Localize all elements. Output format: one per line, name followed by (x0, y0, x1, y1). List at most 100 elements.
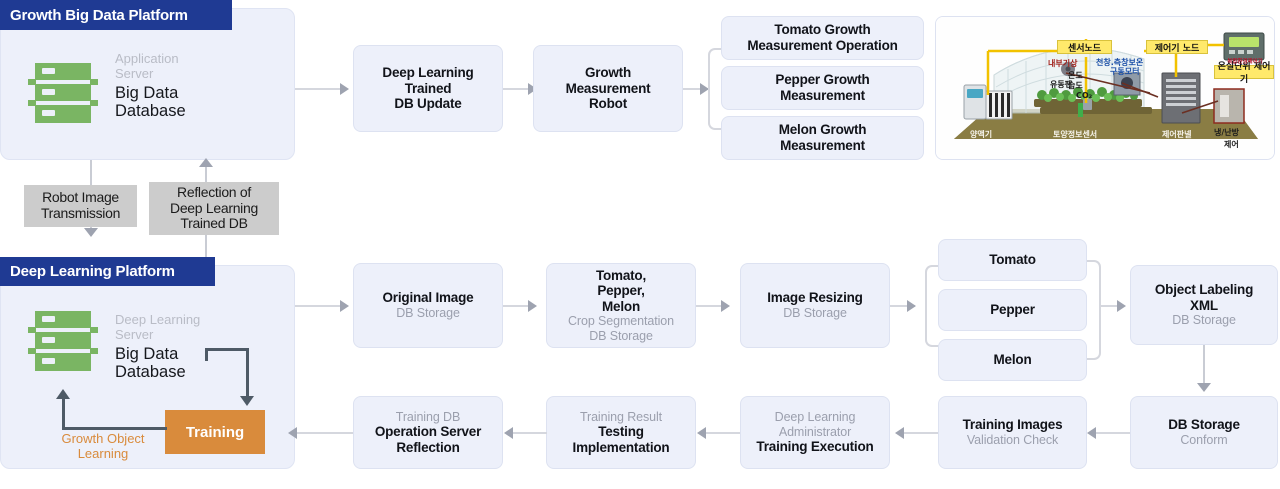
connector-training-images-to-execution (898, 432, 938, 434)
box-operation-server-reflection: Training DB Operation Server Reflection (353, 396, 503, 469)
box-sublabel-line2: DB Storage (589, 328, 653, 343)
box-label-line1: Original Image (382, 290, 474, 306)
box-label-line1: DB Storage (1168, 417, 1240, 433)
box-label-line2: Implementation (572, 439, 670, 455)
arrow-deep-panel-to-original-image (340, 300, 349, 312)
big-data-database-label-line1: Big Data (115, 84, 179, 102)
box-label-line1: Pepper Growth (775, 72, 870, 88)
box-label-line1: Tomato (989, 252, 1036, 268)
connector-db-to-training-top (205, 348, 249, 351)
label-nutrient-machine: 양액기 (970, 130, 993, 139)
box-training-execution: Deep Learning Administrator Training Exe… (740, 396, 890, 469)
connector-dl-update-to-robot (503, 88, 533, 90)
connector-original-image-to-crops (503, 305, 533, 307)
box-label-line2: Reflection (396, 439, 460, 455)
box-sublabel-line2: Administrator (778, 424, 852, 439)
box-label-line2: Measurement (780, 138, 865, 153)
arrow-robot-to-measurements (700, 83, 709, 95)
connector-training-entry (246, 348, 249, 398)
box-label-line1: Training Execution (756, 439, 874, 455)
box-sublabel-line1: DB Storage (396, 306, 460, 321)
arrow-db-storage-to-training-images (1087, 427, 1096, 439)
box-crop-segmentation: Tomato, Pepper, Melon Crop Segmentation … (546, 263, 696, 348)
connector-crops-to-resizing (696, 305, 726, 307)
arrow-execution-to-testing (697, 427, 706, 439)
arrow-growth-to-dl-update (340, 83, 349, 95)
box-sublabel-line1: DB Storage (1172, 313, 1236, 328)
box-label-line2: XML (1190, 297, 1218, 313)
arrow-testing-to-operation-server (504, 427, 513, 439)
arrow-crop-branch-to-labeling (1117, 300, 1126, 312)
training-box: Training (165, 410, 265, 454)
box-crop-pepper: Pepper (938, 289, 1087, 331)
note-line2: Deep Learning (170, 199, 258, 216)
box-label-line1: Testing (598, 424, 644, 440)
application-server-icon (28, 57, 98, 127)
box-label-line3: DB Update (394, 96, 462, 112)
box-sublabel-line1: Validation Check (966, 433, 1059, 448)
growth-platform-header: Growth Big Data Platform (0, 0, 232, 30)
growth-object-learning-label: Growth Object Learning (38, 431, 168, 462)
bracket-measurement-branch (708, 48, 722, 130)
box-growth-measurement-robot: Growth Measurement Robot (533, 45, 683, 132)
training-label: Training (185, 423, 245, 441)
arrow-crops-to-resizing (721, 300, 730, 312)
connector-db-to-training-vert (205, 348, 208, 361)
box-label-line1: Object Labeling (1154, 282, 1254, 298)
connector-labeling-to-db-storage (1203, 345, 1205, 387)
deep-learning-platform-header: Deep Learning Platform (0, 257, 215, 286)
arrow-training-images-to-execution (895, 427, 904, 439)
box-label-line2: Measurement (565, 80, 651, 96)
box-label-line1: Pepper (990, 302, 1035, 318)
application-server-sublabel-line2: Server (115, 66, 154, 81)
note-robot-image-transmission: Robot Image Transmission (24, 185, 137, 227)
box-sublabel-line1: Conform (1180, 433, 1228, 448)
box-label-line1: Melon Growth (778, 122, 867, 138)
label-circulation-fan: 유동팬 (1050, 80, 1073, 89)
deep-learning-server-icon (28, 305, 98, 375)
label-soil-sensor: 토양정보센서 (1053, 130, 1098, 139)
box-label-line1: Image Resizing (767, 290, 863, 306)
arrow-robot-image-down (84, 228, 98, 237)
box-label-line1: Melon (993, 352, 1032, 368)
growth-object-learning-line2: Learning (77, 445, 129, 461)
dl-big-data-database-label-line1: Big Data (115, 345, 179, 363)
label-controller-node: 제어기 노드 (1146, 40, 1208, 54)
bracket-crop-branch-left (925, 265, 939, 347)
connector-training-to-db-horiz (62, 427, 167, 430)
label-sensor-node: 센서노드 (1057, 40, 1112, 54)
arrow-reflection-up (199, 158, 213, 167)
box-label-line1: Deep Learning (382, 65, 474, 81)
box-sublabel-line1: Deep Learning (774, 410, 856, 425)
box-sublabel-line1: Crop Segmentation (567, 314, 674, 329)
note-line1: Reflection of (177, 183, 251, 200)
box-label-line1: Growth (584, 65, 632, 81)
deep-learning-server-sublabel-line1: Deep Learning (115, 312, 201, 327)
connector-execution-to-testing (700, 432, 740, 434)
connector-testing-to-operation-server (507, 432, 547, 434)
arrow-dl-update-to-robot (528, 83, 537, 95)
connector-training-to-db-vert (62, 398, 65, 428)
label-greenhouse-unit-controller: 온실단위 제어기 (1214, 62, 1274, 85)
arrow-labeling-to-db-storage (1197, 383, 1211, 392)
note-reflection-of-deep-learning-trained-db: Reflection of Deep Learning Trained DB (149, 182, 279, 235)
note-line1: Robot Image (42, 189, 119, 206)
label-hvac-line1: 냉/난방 (1214, 128, 1240, 137)
box-label-line2: Measurement Operation (747, 38, 898, 53)
label-humidity: 습도 (1068, 81, 1083, 90)
box-object-labeling-xml: Object Labeling XML DB Storage (1130, 265, 1278, 345)
box-label-line3: Melon (602, 298, 640, 314)
box-original-image: Original Image DB Storage (353, 263, 503, 348)
note-line3: Trained DB (180, 215, 248, 232)
connector-resizing-to-crop-branch (890, 305, 915, 307)
dl-big-data-database-label-line2: Database (115, 363, 186, 381)
connector-growth-to-dl-update (295, 88, 345, 90)
box-db-storage-conform: DB Storage Conform (1130, 396, 1278, 469)
note-line2: Transmission (40, 205, 121, 221)
box-label-line3: Robot (589, 96, 627, 112)
connector-operation-server-to-panel (297, 432, 353, 434)
box-crop-tomato: Tomato (938, 239, 1087, 281)
label-device-caption: 복합환경제어기 (1227, 59, 1263, 65)
box-training-images: Training Images Validation Check (938, 396, 1087, 469)
label-co2: CO₂ (1076, 91, 1093, 100)
